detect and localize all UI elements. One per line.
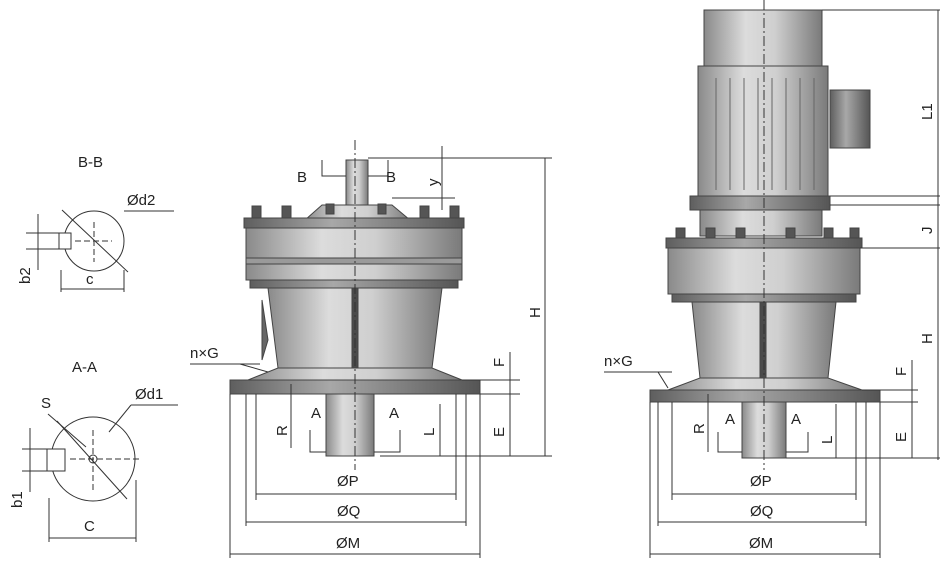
right-a-mark-right: A (791, 411, 802, 428)
left-r-label: R (274, 425, 291, 436)
left-p-label: ØP (337, 473, 359, 490)
aa-key-label: S (41, 395, 52, 412)
aa-width-label: C (84, 518, 95, 535)
left-dimension-lines (190, 140, 552, 558)
right-reducer-body (649, 9, 881, 459)
left-y-label: y (425, 178, 442, 187)
left-l-label: L (421, 427, 438, 436)
section-bb-drawing (26, 209, 174, 292)
left-a-mark-right: A (389, 405, 400, 422)
left-reducer-body (229, 159, 481, 457)
right-a-mark-left: A (725, 411, 736, 428)
right-f-label: F (893, 366, 910, 376)
left-b-mark-right: B (386, 169, 397, 186)
aa-height-label: b1 (9, 491, 26, 508)
left-m-label: ØM (336, 535, 361, 552)
right-p-label: ØP (750, 473, 772, 490)
left-h-label: H (527, 307, 544, 318)
right-q-label: ØQ (750, 503, 774, 520)
right-j-label: J (919, 226, 936, 235)
section-bb-title: B-B (78, 154, 104, 171)
left-e-label: E (491, 426, 508, 437)
key-rect-bb (58, 232, 72, 250)
right-nxg-label: n×G (604, 353, 633, 370)
left-b-mark-left: B (297, 169, 308, 186)
right-r-label: R (691, 423, 708, 434)
aa-diameter-label: Ød1 (135, 386, 164, 403)
left-q-label: ØQ (337, 503, 361, 520)
left-a-mark-left: A (311, 405, 322, 422)
left-f-label: F (491, 357, 508, 367)
key-rect-aa (46, 448, 66, 472)
right-l-label: L (819, 435, 836, 444)
right-dimension-lines (604, 0, 940, 558)
section-aa-drawing (22, 404, 178, 542)
bb-height-label: b2 (17, 267, 34, 284)
section-aa-title: A-A (72, 359, 98, 376)
bb-width-label: c (86, 271, 94, 288)
right-e-label: E (893, 431, 910, 442)
left-nxg-label: n×G (190, 345, 219, 362)
right-m-label: ØM (749, 535, 774, 552)
right-h-label: H (919, 333, 936, 344)
right-l1-label: L1 (919, 103, 936, 120)
bb-diameter-label: Ød2 (127, 192, 156, 209)
